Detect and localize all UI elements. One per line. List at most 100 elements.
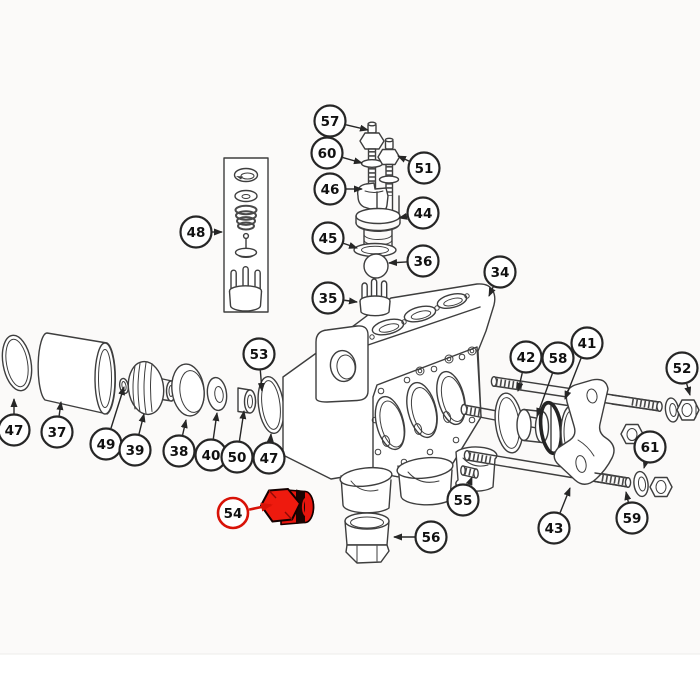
cup-38 bbox=[171, 363, 205, 417]
callout-number: 41 bbox=[578, 336, 597, 352]
callout-arrow bbox=[257, 370, 265, 392]
washer-61 bbox=[633, 470, 649, 498]
callout-34[interactable]: 34 bbox=[483, 255, 517, 297]
stud-51 bbox=[377, 137, 401, 218]
callout-number: 44 bbox=[414, 206, 433, 222]
callout-arrow bbox=[343, 242, 358, 249]
kit-washer bbox=[234, 189, 258, 203]
callout-42[interactable]: 42 bbox=[509, 340, 543, 392]
ball-36 bbox=[363, 253, 389, 279]
callout-36[interactable]: 36 bbox=[388, 244, 440, 278]
callout-circle[interactable] bbox=[179, 215, 213, 249]
callout-circle[interactable] bbox=[118, 433, 152, 467]
callout-number: 43 bbox=[545, 521, 564, 537]
callout-circle[interactable] bbox=[406, 244, 440, 278]
plug-54-highlighted bbox=[260, 488, 315, 526]
callout-circle[interactable] bbox=[633, 430, 667, 464]
callout-47[interactable]: 47 bbox=[252, 433, 286, 475]
nipple-55 bbox=[460, 465, 479, 479]
callout-number: 58 bbox=[549, 351, 568, 367]
callout-41[interactable]: 41 bbox=[564, 326, 604, 400]
callout-49[interactable]: 49 bbox=[89, 386, 125, 461]
callout-arrow bbox=[248, 502, 273, 512]
kit-poppet bbox=[234, 232, 258, 258]
callout-arrow bbox=[684, 383, 692, 396]
callout-48[interactable]: 48 bbox=[179, 215, 223, 249]
callout-arrow bbox=[536, 373, 554, 417]
callout-number: 34 bbox=[491, 265, 510, 281]
callout-39[interactable]: 39 bbox=[118, 413, 152, 467]
callout-circle[interactable] bbox=[537, 511, 571, 545]
callout-arrow bbox=[488, 286, 496, 297]
callout-46[interactable]: 46 bbox=[313, 172, 363, 206]
callout-number: 53 bbox=[250, 347, 269, 363]
callout-number: 47 bbox=[5, 423, 24, 439]
callout-37[interactable]: 37 bbox=[40, 401, 74, 449]
callout-54[interactable]: 54 bbox=[216, 496, 273, 530]
kit-spring bbox=[234, 204, 258, 231]
callout-arrow bbox=[344, 297, 358, 305]
callout-number: 54 bbox=[224, 506, 243, 522]
callout-circle[interactable] bbox=[162, 434, 196, 468]
callout-circle[interactable] bbox=[242, 337, 276, 371]
callout-circle[interactable] bbox=[216, 496, 250, 530]
callout-51[interactable]: 51 bbox=[397, 151, 441, 185]
callout-arrow bbox=[342, 156, 363, 165]
callout-circle[interactable] bbox=[310, 136, 344, 170]
callout-55[interactable]: 55 bbox=[446, 476, 480, 517]
callout-35[interactable]: 35 bbox=[311, 281, 358, 315]
callout-circle[interactable] bbox=[313, 104, 347, 138]
outlet-boss-middle bbox=[396, 456, 454, 506]
callout-arrow bbox=[559, 487, 571, 513]
washer-60 bbox=[360, 158, 384, 168]
callout-circle[interactable] bbox=[40, 415, 74, 449]
callout-arrow bbox=[56, 401, 64, 416]
callout-circle[interactable] bbox=[446, 483, 480, 517]
yoke-43 bbox=[553, 378, 615, 485]
callout-53[interactable]: 53 bbox=[242, 337, 276, 392]
callout-arrow bbox=[138, 413, 146, 435]
callout-number: 35 bbox=[319, 291, 338, 307]
callout-circle[interactable] bbox=[615, 501, 649, 535]
callout-circle[interactable] bbox=[311, 221, 345, 255]
callout-47[interactable]: 47 bbox=[0, 398, 31, 447]
callout-circle[interactable] bbox=[406, 196, 440, 230]
callout-circle[interactable] bbox=[414, 520, 448, 554]
callout-number: 48 bbox=[187, 225, 206, 241]
callout-number: 38 bbox=[170, 444, 189, 460]
callout-number: 56 bbox=[422, 530, 441, 546]
callout-arrow bbox=[180, 419, 188, 436]
callout-59[interactable]: 59 bbox=[615, 491, 649, 535]
callout-44[interactable]: 44 bbox=[398, 196, 440, 230]
callout-arrow bbox=[397, 155, 410, 163]
callout-arrow bbox=[516, 372, 524, 392]
callout-circle[interactable] bbox=[665, 351, 699, 385]
callout-52[interactable]: 52 bbox=[665, 351, 699, 396]
callout-circle[interactable] bbox=[313, 172, 347, 206]
callout-60[interactable]: 60 bbox=[310, 136, 363, 170]
callout-45[interactable]: 45 bbox=[311, 221, 358, 255]
callout-circle[interactable] bbox=[570, 326, 604, 360]
callout-arrow bbox=[564, 358, 582, 400]
callout-circle[interactable] bbox=[252, 441, 286, 475]
callout-circle[interactable] bbox=[311, 281, 345, 315]
callout-number: 39 bbox=[126, 443, 145, 459]
callout-arrow bbox=[388, 259, 407, 267]
callout-circle[interactable] bbox=[0, 413, 31, 447]
washer-40 bbox=[206, 376, 228, 412]
spacer-50 bbox=[237, 387, 257, 414]
callout-number: 36 bbox=[414, 254, 433, 270]
callout-57[interactable]: 57 bbox=[313, 104, 369, 138]
callout-circle[interactable] bbox=[483, 255, 517, 289]
callout-58[interactable]: 58 bbox=[536, 341, 575, 417]
callout-circle[interactable] bbox=[407, 151, 441, 185]
callout-43[interactable]: 43 bbox=[537, 487, 571, 545]
callout-number: 59 bbox=[623, 511, 642, 527]
callout-61[interactable]: 61 bbox=[633, 430, 667, 469]
callout-38[interactable]: 38 bbox=[162, 419, 196, 468]
callout-number: 57 bbox=[321, 114, 340, 130]
callout-56[interactable]: 56 bbox=[393, 520, 448, 554]
callout-circle[interactable] bbox=[541, 341, 575, 375]
nut-52 bbox=[676, 399, 700, 421]
